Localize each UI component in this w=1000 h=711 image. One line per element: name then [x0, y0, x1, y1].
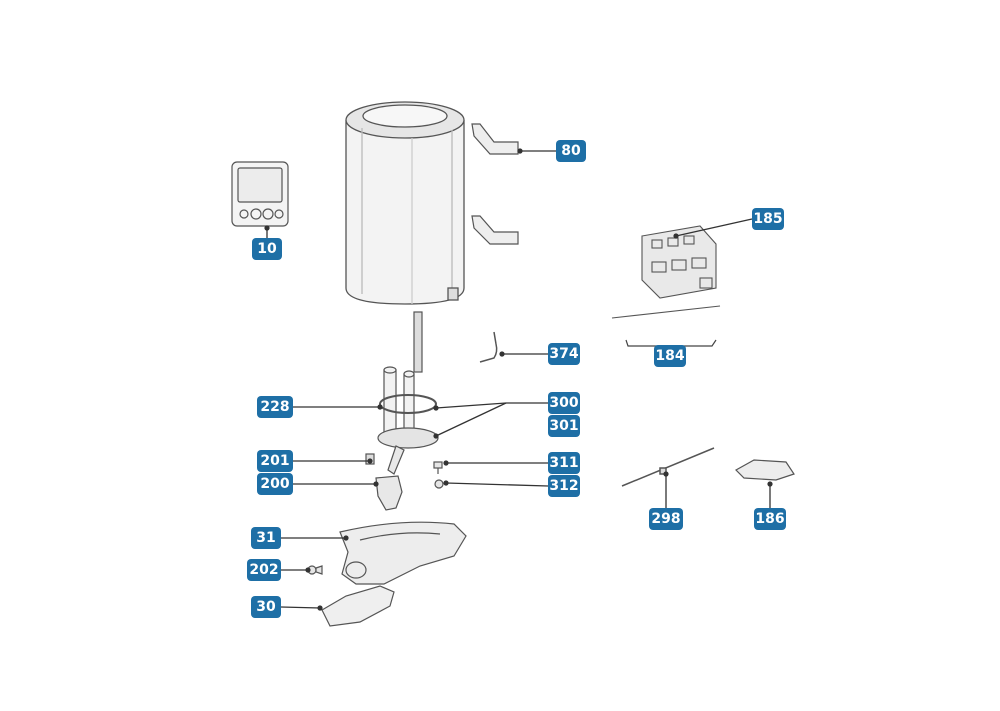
part-label-31: 31: [251, 527, 281, 549]
sensor-part: [735, 459, 795, 481]
part-label-300: 300: [548, 392, 580, 414]
part-label-301: 301: [548, 415, 580, 437]
part-label-374: 374: [548, 343, 580, 365]
part-label-298: 298: [649, 508, 683, 530]
part-label-311: 311: [548, 452, 580, 474]
part-label-80: 80: [556, 140, 586, 162]
base-bracket-part: [339, 521, 467, 585]
heating-element-part: [377, 311, 439, 475]
part-label-185: 185: [752, 208, 784, 230]
part-label-10: 10: [252, 238, 282, 260]
bottom-cover-part: [321, 585, 395, 627]
control-panel-part: [231, 161, 289, 227]
pipe-part: [479, 331, 498, 363]
part-label-202: 202: [247, 559, 281, 581]
part-label-312: 312: [548, 475, 580, 497]
part-label-184: 184: [654, 345, 686, 367]
wall-bracket-part: [471, 123, 519, 245]
water-tank-part: [345, 101, 465, 305]
part-label-200: 200: [257, 473, 293, 495]
cap-part: [307, 565, 323, 575]
part-label-228: 228: [257, 396, 293, 418]
wire-part: [621, 447, 715, 487]
screw-part: [433, 461, 444, 489]
electronic-board-part: [611, 225, 721, 319]
part-label-201: 201: [257, 450, 293, 472]
part-label-30: 30: [251, 596, 281, 618]
part-label-186: 186: [754, 508, 786, 530]
